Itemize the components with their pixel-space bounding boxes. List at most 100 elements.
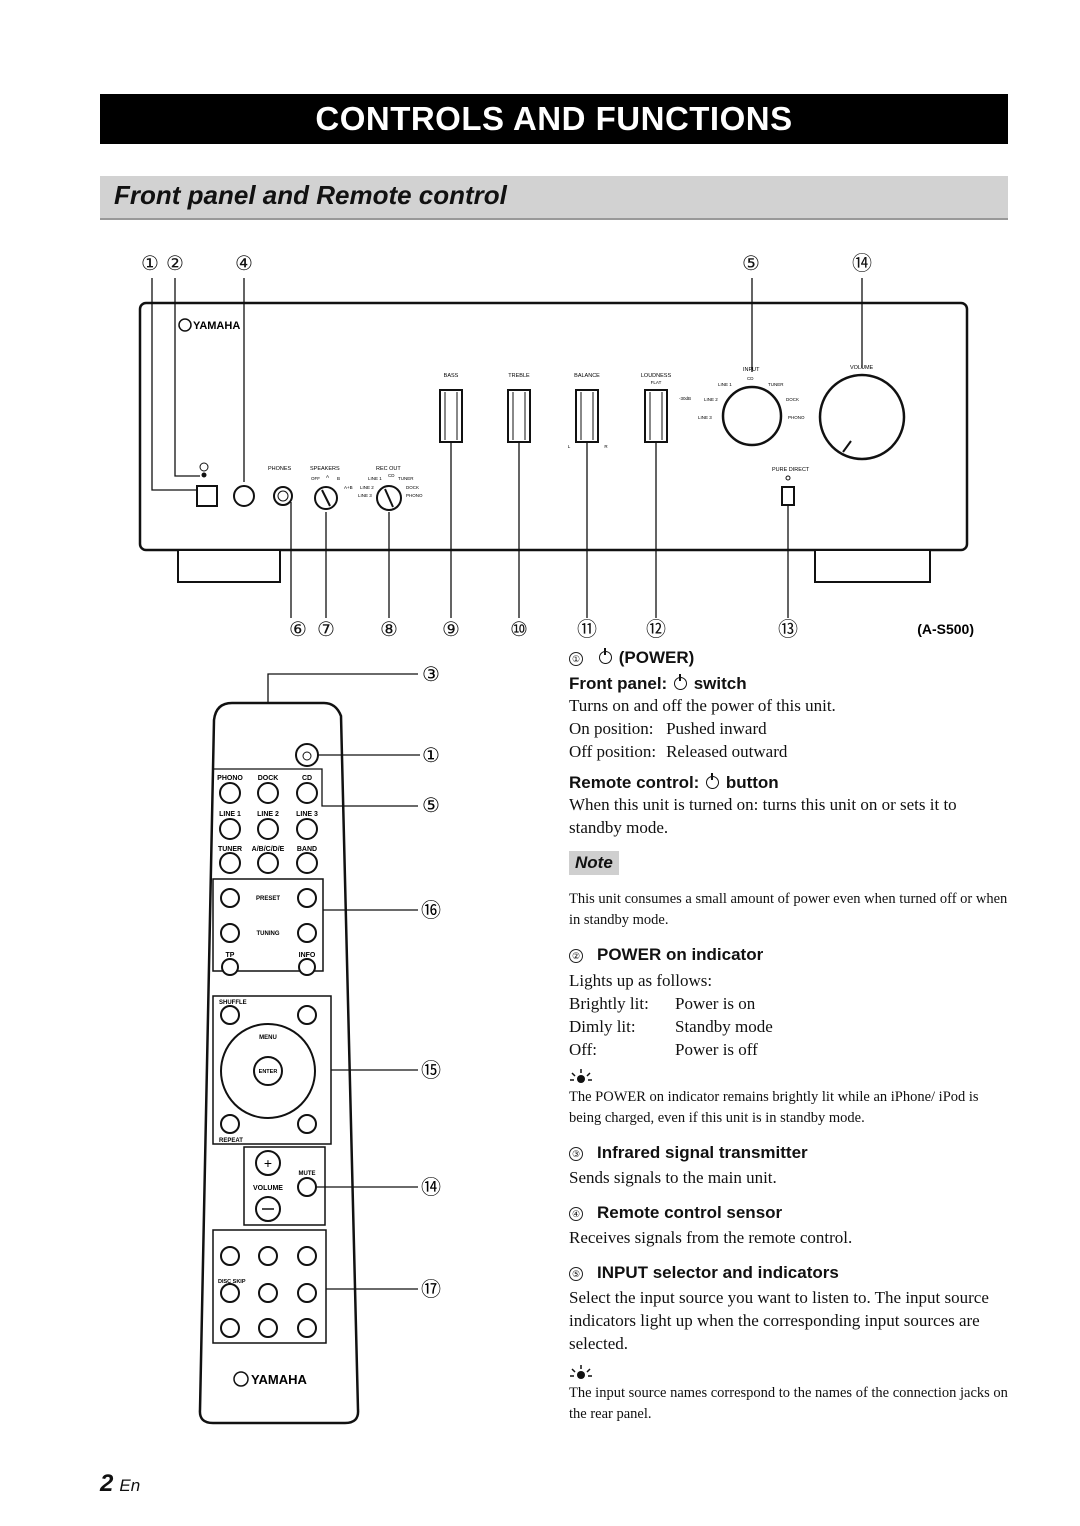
svg-text:PHONO: PHONO xyxy=(406,493,423,498)
svg-text:MUTE: MUTE xyxy=(299,1171,316,1177)
callout-13: ⑬ xyxy=(778,618,798,641)
svg-text:FLAT: FLAT xyxy=(651,380,662,385)
callout-remote-3: ③ xyxy=(422,664,440,686)
svg-text:CD: CD xyxy=(302,775,312,782)
remote-cd-button xyxy=(296,782,318,804)
power-icon xyxy=(599,648,612,664)
item-power-heading: ① (POWER) xyxy=(569,648,1009,668)
remote-dock-button xyxy=(257,782,279,804)
yamaha-logo-icon xyxy=(178,318,192,332)
item-input-desc: Select the input source you want to list… xyxy=(569,1288,989,1353)
svg-text:ENTER: ENTER xyxy=(259,1069,278,1075)
remote-down-button xyxy=(297,1114,317,1134)
svg-text:LINE 3: LINE 3 xyxy=(698,415,712,420)
callout-remote-14: ⑭ xyxy=(421,1176,441,1199)
svg-text:DOCK: DOCK xyxy=(258,775,279,782)
svg-text:REPEAT: REPEAT xyxy=(219,1138,243,1144)
callout-6: ⑥ xyxy=(289,619,307,641)
item-indicator-desc: Lights up as follows: xyxy=(569,971,713,990)
callout-remote-1: ① xyxy=(422,745,440,767)
svg-text:DOCK: DOCK xyxy=(786,397,799,402)
remote-tuning-next-button xyxy=(297,923,317,943)
remote-volume-up-button xyxy=(255,1150,281,1176)
remote-control-diagram: ③ ① PHONO DOCK CD LINE 1 LINE 2 LINE 3 T… xyxy=(198,664,441,1425)
svg-text:BAND: BAND xyxy=(297,846,317,853)
remote-phono-button xyxy=(219,782,241,804)
indicator-state-table: Brightly lit:Power is on Dimly lit:Stand… xyxy=(569,994,773,1059)
svg-text:LINE 2: LINE 2 xyxy=(360,485,374,490)
tip-bulb-icon xyxy=(570,1365,592,1379)
callout-1: ① xyxy=(141,253,159,275)
label-treble: TREBLE xyxy=(508,373,530,379)
page-banner-title: CONTROLS AND FUNCTIONS xyxy=(100,94,1008,144)
note-label: Note xyxy=(569,851,619,875)
remote-repeat-button xyxy=(220,1114,240,1134)
label-bass: BASS xyxy=(444,373,459,379)
svg-text:TP: TP xyxy=(226,952,235,959)
svg-text:SHUFFLE: SHUFFLE xyxy=(219,1000,247,1006)
callout-5: ⑤ xyxy=(742,253,760,275)
label-rec-out: REC OUT xyxy=(376,466,401,472)
callout-remote-5: ⑤ xyxy=(422,795,440,817)
svg-text:TUNER: TUNER xyxy=(218,846,242,853)
svg-text:DOCK: DOCK xyxy=(406,485,419,490)
remote-preset-prev-button xyxy=(220,888,240,908)
bass-knob xyxy=(439,389,463,443)
remote-line2-button xyxy=(257,818,279,840)
svg-text:A/B/C/D/E: A/B/C/D/E xyxy=(252,846,285,853)
power-switch xyxy=(196,485,218,507)
svg-text:B: B xyxy=(337,476,340,481)
svg-text:TUNER: TUNER xyxy=(768,382,784,387)
remote-mute-button xyxy=(297,1177,317,1197)
svg-text:A: A xyxy=(326,474,329,479)
yamaha-logo-icon xyxy=(233,1371,249,1387)
power-indicator xyxy=(201,472,207,478)
label-pure-direct: PURE DIRECT xyxy=(772,467,810,473)
remote-rewind-button xyxy=(258,1318,278,1338)
remote-next-button xyxy=(297,1283,317,1303)
remote-enter-button xyxy=(253,1056,283,1086)
section-heading: Front panel and Remote control xyxy=(100,176,1008,220)
remote-tp-button xyxy=(221,958,239,976)
callout-4: ④ xyxy=(235,253,253,275)
remote-power-button xyxy=(295,743,319,767)
callout-10: ⑩ xyxy=(510,619,528,641)
loudness-knob xyxy=(644,389,668,443)
remote-preset-next-button xyxy=(297,888,317,908)
svg-text:-30dB: -30dB xyxy=(679,396,691,401)
svg-text:MENU: MENU xyxy=(259,1035,277,1041)
item-power-front-heading: Front panel: switch xyxy=(569,674,747,693)
callout-9: ⑨ xyxy=(442,619,460,641)
input-selector-knob xyxy=(721,385,783,447)
remote-shuffle-button xyxy=(220,1005,240,1025)
remote-stop-button xyxy=(220,1246,240,1266)
svg-text:OFF: OFF xyxy=(311,476,320,481)
svg-text:PHONO: PHONO xyxy=(788,415,805,420)
svg-text:DISC SKIP: DISC SKIP xyxy=(218,1279,246,1285)
right-foot xyxy=(814,549,931,583)
svg-text:INFO: INFO xyxy=(299,952,316,959)
remote-forward-button xyxy=(297,1318,317,1338)
svg-text:LINE 1: LINE 1 xyxy=(219,811,241,818)
callout-8: ⑧ xyxy=(380,619,398,641)
callout-remote-17: ⑰ xyxy=(421,1278,441,1301)
left-foot xyxy=(177,549,281,583)
remote-brand: YAMAHA xyxy=(251,1372,307,1387)
remote-play-button xyxy=(297,1246,317,1266)
svg-text:VOLUME: VOLUME xyxy=(253,1185,283,1192)
svg-text:TUNING: TUNING xyxy=(257,931,280,937)
remote-up-button xyxy=(297,1005,317,1025)
remote-line3-button xyxy=(296,818,318,840)
remote-info-button xyxy=(298,958,316,976)
label-input: INPUT xyxy=(743,367,760,373)
label-phones: PHONES xyxy=(268,466,292,472)
svg-text:LINE 2: LINE 2 xyxy=(257,811,279,818)
model-label: (A-S500) xyxy=(917,621,974,637)
remote-tuning-prev-button xyxy=(220,923,240,943)
svg-text:LINE 1: LINE 1 xyxy=(718,382,732,387)
label-speakers: SPEAKERS xyxy=(310,466,340,472)
